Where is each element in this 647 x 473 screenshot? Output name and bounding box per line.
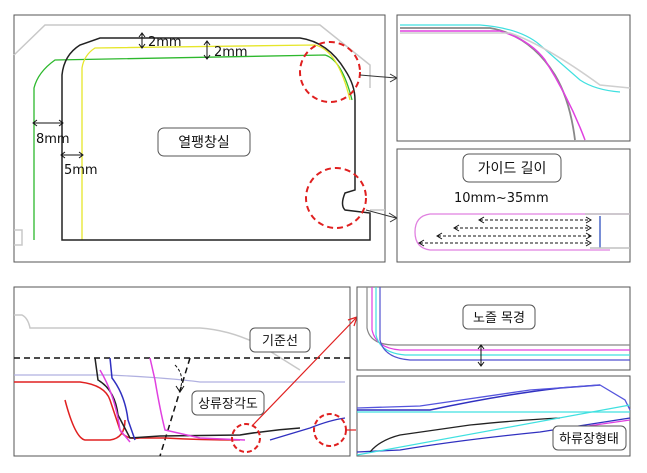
- cyan-curve: [400, 24, 621, 93]
- blue-contour: [379, 287, 630, 361]
- black-lower-contour: [369, 417, 561, 453]
- chamber-outline: [61, 37, 371, 241]
- guide-title-box: [462, 153, 562, 183]
- dim-label-top-b: 2mm: [214, 45, 248, 60]
- lavender-line: [14, 374, 345, 383]
- panel-thermal-expansion: 2mm 2mm 8mm 5mm 열팽창실: [13, 14, 399, 263]
- baseline-label: 기준선: [262, 334, 298, 349]
- panel-guide-length: 가이드 길이 10mm~35mm: [396, 148, 631, 263]
- background-contour: [14, 314, 301, 371]
- downstream-label-box: [552, 425, 627, 451]
- exposure-label-box: [462, 304, 536, 330]
- light-curve: [400, 32, 631, 89]
- red-leader-arrow: [251, 317, 357, 427]
- downstream-label: 하류장형태: [559, 432, 619, 447]
- baseline-label-box: [249, 327, 311, 353]
- center-label: 열팽창실: [178, 135, 230, 151]
- background-notch: [14, 229, 23, 246]
- leader-arrow-top: [359, 74, 397, 79]
- callout-circle-top: [299, 41, 361, 103]
- exposure-label: 노즐 목경: [473, 311, 525, 326]
- dim-label-left-b: 5mm: [64, 163, 98, 178]
- magenta-profile: [149, 357, 246, 441]
- angle-dashed-line: [159, 357, 191, 457]
- panel-zoom-corner: [396, 14, 631, 142]
- black-profile: [94, 357, 301, 439]
- dim-label-top-a: 2mm: [148, 35, 182, 50]
- cyan-contour: [375, 287, 630, 356]
- guide-title: 가이드 길이: [478, 161, 547, 177]
- magenta-curve: [400, 30, 586, 141]
- panel-exposure: 노즐 목경: [356, 286, 631, 371]
- angle-label: 상류장각도: [198, 397, 258, 412]
- panel-nozzle-profile: 기준선 상류장각도: [13, 286, 358, 457]
- callout-circle-bottom: [305, 167, 367, 229]
- angle-arc: [174, 364, 183, 391]
- angle-label-box: [191, 390, 265, 416]
- blue-lower-contour: [356, 417, 631, 453]
- green-outline: [33, 54, 353, 240]
- background-contour: [13, 24, 371, 88]
- red-profile: [14, 381, 241, 441]
- guide-outer-contour: [414, 213, 630, 251]
- guide-range-label: 10mm~35mm: [454, 191, 549, 206]
- yellow-outline: [81, 44, 351, 240]
- panel-downstream: 하류장형태: [356, 375, 631, 457]
- center-label-box: [157, 127, 251, 157]
- dim-label-left-a: 8mm: [36, 132, 70, 147]
- leader-arrow-bottom: [365, 209, 397, 219]
- callout-circle-throat: [231, 423, 261, 453]
- blue-profile: [109, 357, 136, 441]
